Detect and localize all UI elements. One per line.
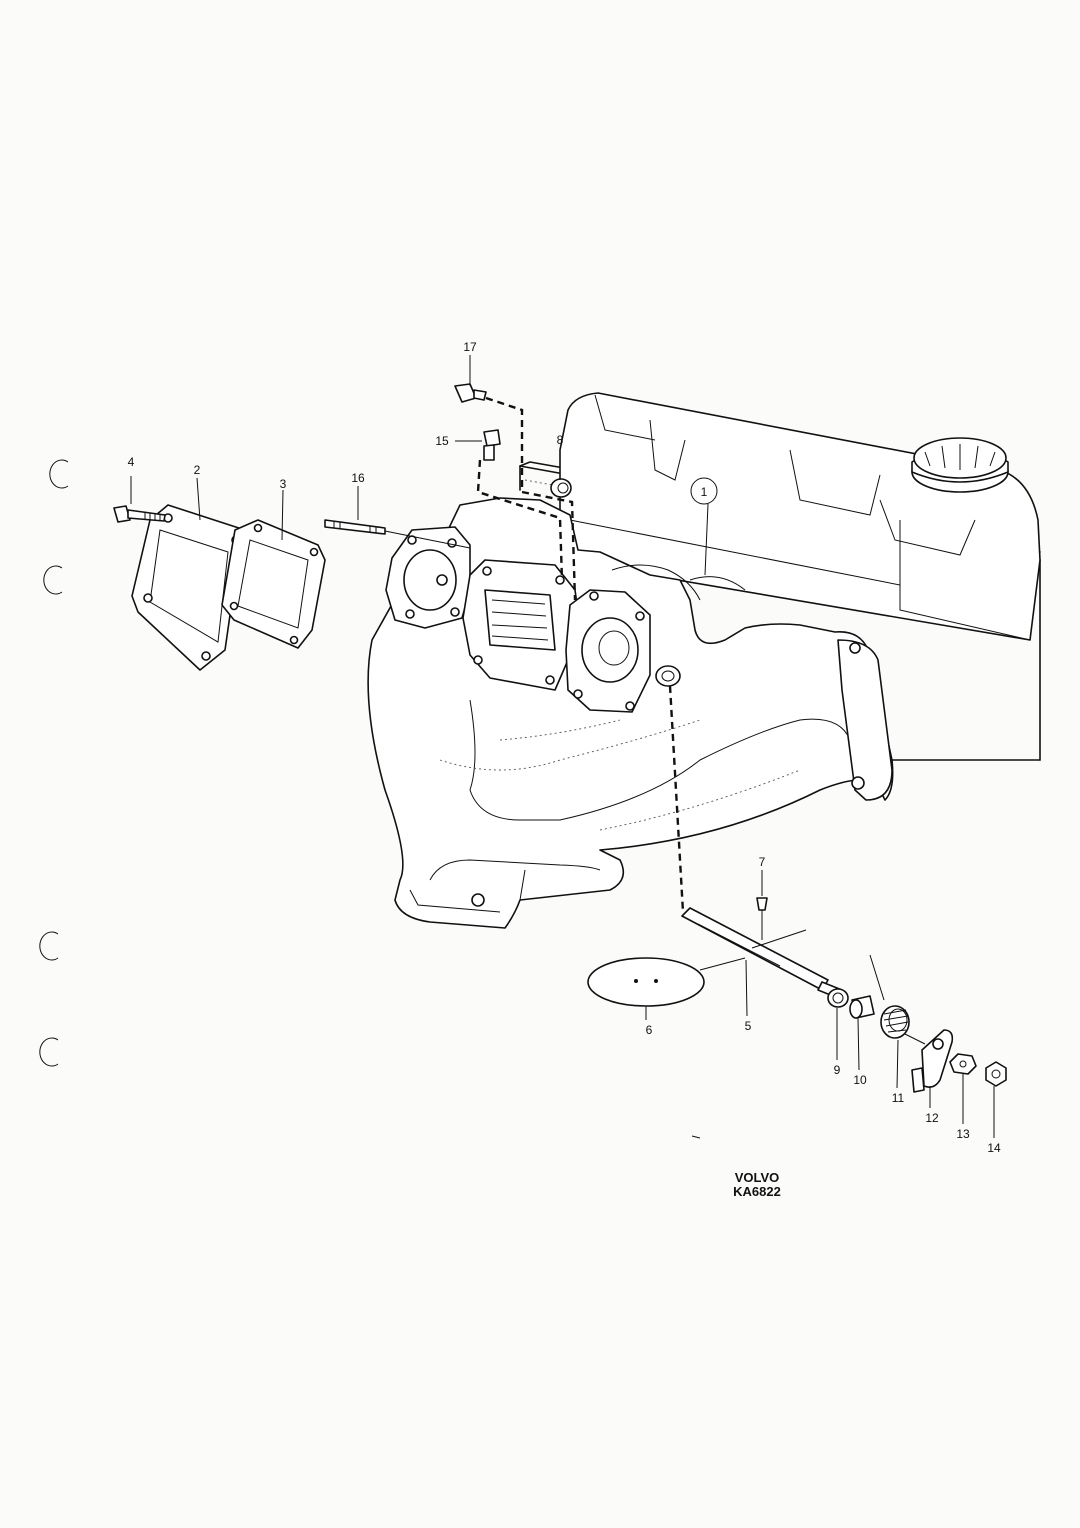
- gasket: [221, 519, 326, 649]
- callout-16: 16: [351, 471, 365, 485]
- bolt: [113, 505, 166, 523]
- nipple: [483, 429, 501, 461]
- callout-8: 8: [557, 433, 564, 447]
- stud: [324, 519, 471, 549]
- callout-12: 12: [925, 1111, 939, 1125]
- plug: [454, 383, 487, 403]
- callout-3: 3: [280, 477, 287, 491]
- callout-5: 5: [745, 1019, 752, 1033]
- lever: [911, 1029, 954, 1093]
- binder-holes: [39, 459, 69, 1067]
- throttle-disc: [587, 957, 746, 1007]
- callout-11: 11: [892, 1091, 905, 1105]
- stray-mark: [691, 1135, 701, 1139]
- brand-label: VOLVO: [735, 1170, 780, 1185]
- screw: [756, 897, 768, 940]
- assembly-lines: [476, 396, 685, 913]
- cover-plate: [131, 504, 246, 671]
- nut: [985, 1061, 1007, 1087]
- callout-13: 13: [956, 1127, 970, 1141]
- drawing-code: KA6822: [733, 1184, 781, 1199]
- callout-10: 10: [853, 1073, 867, 1087]
- callout-2: 2: [194, 463, 201, 477]
- manifold-flanges: [385, 526, 651, 713]
- lock-washer: [949, 1053, 977, 1075]
- leader-lines: [130, 355, 995, 1138]
- callout-14: 14: [987, 1141, 1001, 1155]
- callout-6: 6: [646, 1023, 653, 1037]
- oil-filler-cap: [911, 437, 1009, 493]
- callout-4: 4: [128, 455, 135, 469]
- callout-9: 9: [834, 1063, 841, 1077]
- callout-labels: 1 2 3 4 5 6 7 8 9 10 11 12 13 14 15 16 1…: [128, 340, 1001, 1155]
- callout-7: 7: [759, 855, 766, 869]
- bushing: [827, 988, 849, 1008]
- callout-circle-1: [690, 477, 718, 505]
- plug-8: [550, 478, 572, 498]
- spring: [869, 954, 926, 1045]
- sleeve: [849, 995, 875, 1019]
- callout-15: 15: [435, 434, 449, 448]
- callout-1: 1: [701, 485, 708, 499]
- callout-17: 17: [463, 340, 477, 354]
